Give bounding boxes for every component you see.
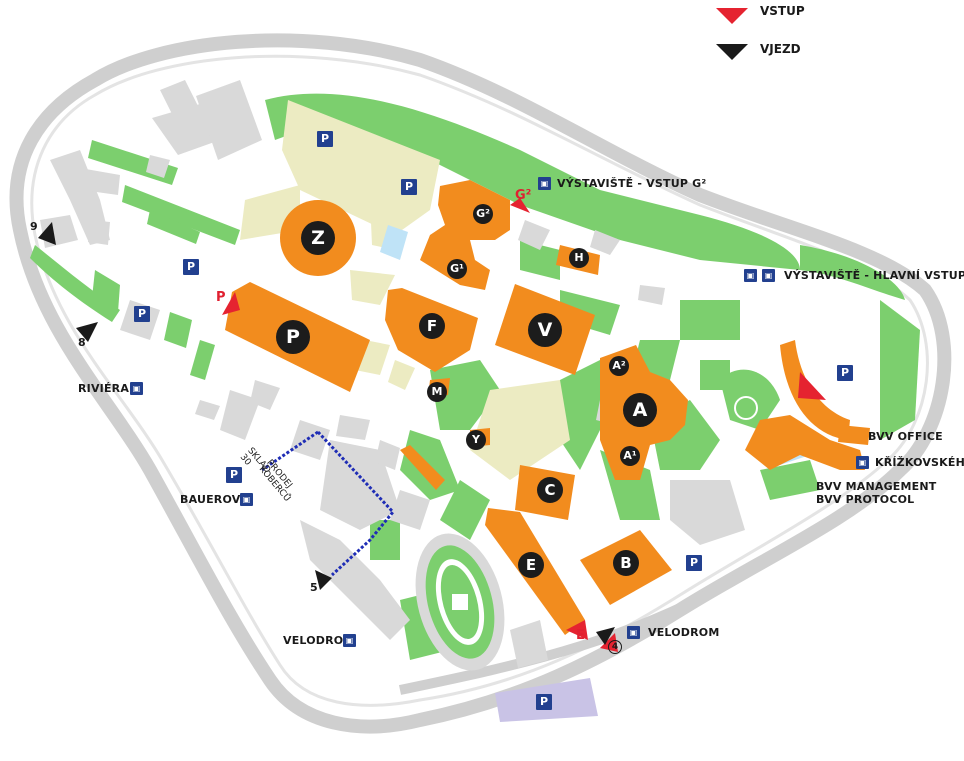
pavilion-badge-a[interactable]: A (623, 393, 657, 427)
pavilion-badge-a2[interactable]: A² (609, 356, 629, 376)
parking-icon: P (183, 259, 199, 275)
gate-8-arrow (76, 322, 98, 342)
pavilion-badge-v[interactable]: V (528, 313, 562, 347)
pavilion-badge-z[interactable]: Z (301, 221, 335, 255)
gate-number-4: 4 (608, 640, 622, 654)
gate-number-8: 8 (78, 336, 86, 349)
bvv-protocol-label: BVV PROTOCOL (816, 493, 915, 506)
parking-icon: P (134, 306, 150, 322)
pavilion-badge-m[interactable]: M (427, 382, 447, 402)
tram-stop-icon[interactable]: ▣ (538, 177, 551, 190)
gate-e-arrow (566, 620, 588, 640)
stop-label-g2: VÝSTAVIŠTĚ - VSTUP G² (557, 177, 707, 190)
pavilion-badge-e[interactable]: E (518, 552, 544, 578)
gate-4-arrow (596, 627, 615, 645)
pavilion-badge-c[interactable]: C (537, 477, 563, 503)
park-areas (30, 93, 920, 660)
bus-stop-icon[interactable]: ▣ (130, 382, 143, 395)
bus-stop-icon[interactable]: ▣ (762, 269, 775, 282)
gate-p-arrow (222, 292, 240, 315)
gate-number-9: 9 (30, 220, 38, 233)
stop-label-krizkovskeho: KŘÍŽKOVSKÉHO (875, 456, 964, 469)
stop-label-main: VÝSTAVIŠTĚ - HLAVNÍ VSTUP (784, 269, 964, 282)
pavilion-badge-h[interactable]: H (569, 248, 589, 268)
bus-stop-icon[interactable]: ▣ (627, 626, 640, 639)
parking-icon: P (686, 555, 702, 571)
stop-label-bauerova: BAUEROVA (180, 493, 249, 506)
velodrom-road (398, 560, 763, 695)
parking-icon: P (226, 467, 242, 483)
gate-9-arrow (38, 222, 56, 245)
stop-label-velodrom-e: VELODROM (648, 626, 720, 639)
entrance-legend-label: VSTUP (760, 4, 805, 18)
pavilion-badge-y[interactable]: Y (466, 430, 486, 450)
stop-label-velodrom-w: VELODROM (283, 634, 355, 647)
gate-5-arrow (315, 570, 332, 590)
bus-stop-icon[interactable]: ▣ (856, 456, 869, 469)
stop-label-riviera: RIVIÉRA (78, 382, 130, 395)
warehouse-outline (261, 430, 395, 577)
pavilion-badge-a1[interactable]: A¹ (620, 446, 640, 466)
gate-e-label: E (576, 628, 585, 643)
drive-in-legend-icon (716, 44, 748, 60)
gate-p-label: P (216, 290, 226, 305)
pavilion-badge-g1[interactable]: G¹ (447, 259, 467, 279)
pavilion-badge-g2[interactable]: G² (473, 204, 493, 224)
parking-icon: P (317, 131, 333, 147)
bvv-management-label: BVV MANAGEMENT (816, 480, 937, 493)
bus-stop-icon[interactable]: ▣ (343, 634, 356, 647)
pavilion-badge-b[interactable]: B (613, 550, 639, 576)
velodrom-stadium (415, 533, 505, 671)
fountain-park (734, 396, 758, 420)
gate-g2-label: G² (515, 188, 532, 203)
drive-in-legend-label: VJEZD (760, 42, 801, 56)
building-main-gate (780, 340, 850, 440)
bvv-office-label: BVV OFFICE (868, 430, 943, 443)
parking-icon: P (401, 179, 417, 195)
pavilion-badge-p[interactable]: P (276, 320, 310, 354)
gate-number-5: 5 (310, 581, 318, 594)
parking-icon: P (837, 365, 853, 381)
building-bvv-office (838, 425, 870, 445)
building-bvv (745, 415, 865, 470)
gate-g2-arrow (510, 198, 530, 213)
bus-stop-icon[interactable]: ▣ (240, 493, 253, 506)
parking-garage-icon: P (536, 694, 552, 710)
pavilion-badge-f[interactable]: F (419, 313, 445, 339)
tram-stop-icon[interactable]: ▣ (744, 269, 757, 282)
building-west-wing (400, 445, 445, 490)
gate-main-arrow (798, 372, 826, 400)
entrance-legend-icon (716, 8, 748, 24)
